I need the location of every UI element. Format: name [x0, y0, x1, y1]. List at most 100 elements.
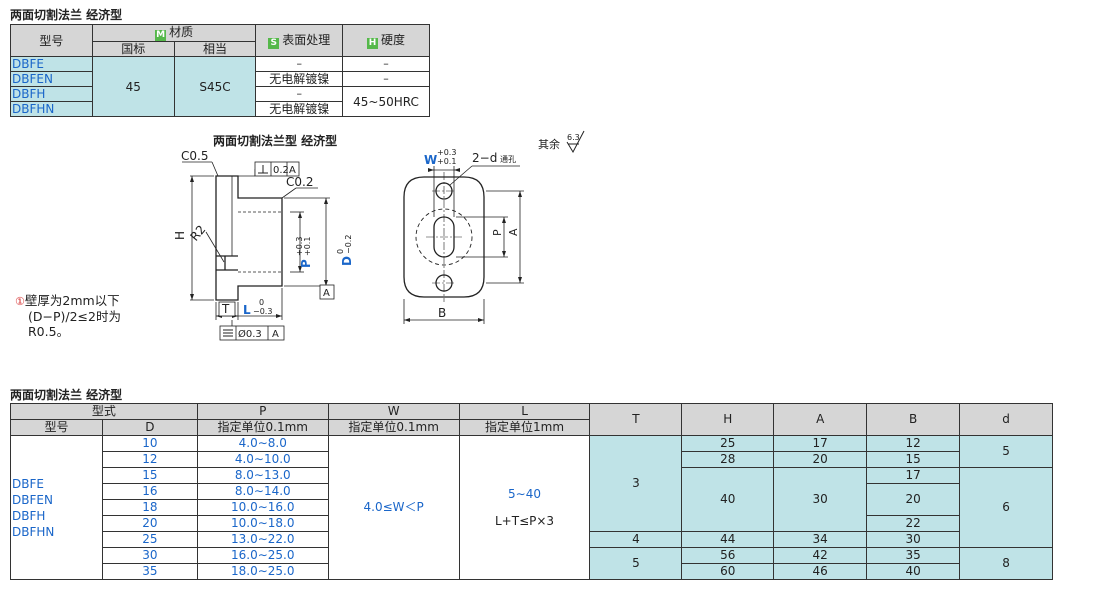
d-tol-top: 0	[336, 249, 345, 254]
symmetry-frame: Ø0.3 A	[219, 325, 285, 341]
type-item: DBFHN	[12, 524, 55, 539]
d-label: D	[340, 256, 354, 266]
std-value: 45	[91, 56, 175, 117]
a-cell: 20	[773, 451, 868, 468]
h-cell: 25	[681, 435, 775, 452]
col-p-header: P	[196, 403, 329, 420]
wall-thickness-note: ①壁厚为2mm以下 (D−P)/2≤2时为 R0.5。	[15, 293, 121, 339]
hardness-cell: –	[342, 71, 430, 87]
d-cell: 16	[101, 483, 198, 500]
t-cell: 4	[589, 531, 683, 548]
table-row: 15 8.0∼13.0 40 30 17 6	[11, 467, 1053, 548]
datum-a-label: A	[323, 288, 330, 299]
perpendicularity-frame: 0.2 A	[254, 161, 300, 177]
b-cell: 40	[866, 563, 961, 580]
sym-ref: A	[272, 329, 279, 340]
h-cell: 40	[681, 467, 775, 532]
type-list: DBFE DBFEN DBFH DBFHN	[10, 435, 103, 580]
material-table-title: 两面切割法兰 经济型	[10, 8, 123, 22]
col-d-small-header: d	[959, 403, 1053, 436]
d-cell: 25	[101, 531, 198, 548]
h-cell: 28	[681, 451, 775, 468]
a-cell: 30	[773, 467, 868, 532]
b-cell: 12	[866, 435, 961, 452]
p-cell: 8.0∼13.0	[196, 467, 329, 484]
p-tol-top: +0.3	[295, 237, 304, 256]
l-tol-top: 0	[259, 298, 264, 307]
l-label: L	[243, 303, 251, 317]
p-cell: 4.0∼8.0	[196, 435, 329, 452]
material-badge-icon: M	[155, 30, 167, 41]
sym-value: Ø0.3	[238, 328, 262, 340]
b-cell: 20	[866, 483, 961, 516]
col-l-sub: 指定单位1mm	[458, 419, 591, 436]
a-dim-label: A	[507, 228, 520, 236]
surface-badge-icon: S	[268, 37, 280, 49]
h-cell: 60	[681, 563, 775, 580]
d-small-cell: 8	[959, 547, 1053, 580]
d-cell: 10	[101, 435, 198, 452]
d-cell: 35	[101, 563, 198, 580]
roughness-value: 6.3	[567, 133, 580, 142]
b-cell: 15	[866, 451, 961, 468]
spec-table-title: 两面切割法兰 经济型	[10, 388, 123, 402]
col-h-header: H	[681, 403, 775, 436]
p-tol-bot: +0.1	[303, 237, 312, 256]
p-cell: 13.0∼22.0	[196, 531, 329, 548]
hardness-label: 硬度	[381, 32, 406, 47]
col-w-header: W	[327, 403, 460, 420]
w-tol-bot: +0.1	[437, 157, 456, 166]
d-small-cell: 5	[959, 435, 1053, 468]
surface-label: 表面处理	[282, 32, 331, 47]
l-rule: L+T≤P×3	[495, 513, 555, 528]
l-range: 5∼40	[508, 486, 542, 501]
col-p-sub: 指定单位0.1mm	[196, 419, 329, 436]
b-dim-label: B	[438, 306, 446, 320]
t-cell: 3	[589, 435, 683, 532]
p-cell: 18.0∼25.0	[196, 563, 329, 580]
hardness-badge-icon: H	[367, 37, 379, 49]
d-cell: 30	[101, 547, 198, 564]
b-cell: 22	[866, 515, 961, 532]
col-d-header: D	[101, 419, 198, 436]
h-cell: 56	[681, 547, 775, 564]
table-row: 30 16.0∼25.0 5 56 42 35 8	[11, 547, 1053, 580]
roughness-label: 其余	[538, 137, 560, 151]
a-cell: 34	[773, 531, 868, 548]
radius-r2-label: R2	[187, 222, 208, 243]
material-label: 材质	[169, 25, 194, 39]
note-line2: (D−P)/2≤2时为	[28, 309, 121, 324]
height-h-label: H	[173, 231, 187, 240]
col-b-header: B	[866, 403, 961, 436]
col-type-header: 型号	[10, 24, 93, 57]
col-form-header: 型式	[10, 403, 198, 420]
roughness-icon	[566, 130, 585, 154]
l-tol-bot: −0.3	[253, 307, 272, 316]
note-line1: 壁厚为2mm以下	[24, 293, 120, 308]
equiv-value: S45C	[173, 56, 257, 117]
d-cell: 12	[101, 451, 198, 468]
d-small-cell: 6	[959, 467, 1053, 548]
hardness-cell: 45~50HRC	[342, 86, 430, 117]
col-t-header: T	[589, 403, 683, 436]
type-cell: DBFHN	[10, 101, 93, 117]
surface-cell: 无电解镀镍	[255, 101, 344, 117]
col-w-sub: 指定单位0.1mm	[327, 419, 460, 436]
type-item: DBFE	[12, 476, 44, 491]
p-cell: 4.0∼10.0	[196, 451, 329, 468]
spec-table: 型式 P W L T H A B d 型号 D 指定单位0.1mm 指定单位0.…	[10, 403, 1053, 580]
note-line3: R0.5。	[28, 324, 70, 339]
a-cell: 17	[773, 435, 868, 452]
d-cell: 15	[101, 467, 198, 484]
w-label: W	[424, 153, 437, 167]
p-cell: 10.0∼18.0	[196, 515, 329, 532]
b-cell: 35	[866, 547, 961, 564]
p-cell: 10.0∼16.0	[196, 499, 329, 516]
b-cell: 30	[866, 531, 961, 548]
b-cell: 17	[866, 467, 961, 484]
w-range-cell: 4.0≤W＜P	[327, 435, 460, 580]
